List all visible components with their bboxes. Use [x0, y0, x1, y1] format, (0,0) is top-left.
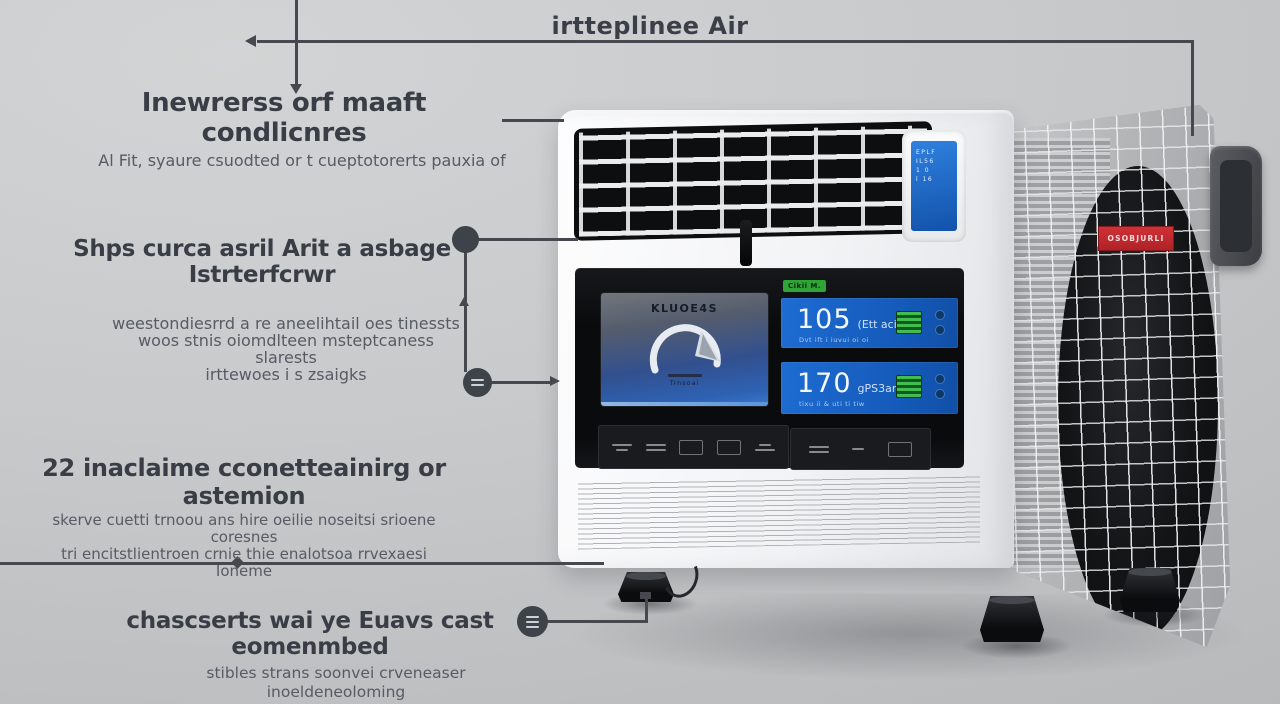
panel-button[interactable]	[717, 439, 742, 455]
energy-meter-icon	[896, 311, 922, 334]
button-cluster-right[interactable]	[790, 428, 931, 470]
indicator-dots-icon	[935, 374, 945, 399]
readout-subtext: Dvt ift i iuvui oi oi	[799, 336, 869, 344]
annotation-line	[468, 238, 578, 241]
brand-label: KLUOE4S	[650, 302, 718, 315]
annotation-subtext: tri encitstlientroen crnie thie enalotso…	[61, 545, 427, 580]
top-air-grille	[574, 121, 932, 241]
readout-box-2: 170 gPS3am tixu ii & uti ti tiw	[781, 362, 958, 414]
status-badge: Cikii M.	[783, 280, 827, 292]
annotation-block-3: 22 inaclaime cconetteainirg or astemion …	[38, 454, 450, 580]
readout-unit-label: (Ett aci	[857, 318, 897, 331]
arrow-up-icon	[459, 297, 469, 306]
annotation-line	[546, 620, 647, 623]
wire-mesh-guard	[1008, 106, 1231, 648]
panel-button[interactable]	[679, 439, 704, 455]
panel-button[interactable]	[755, 443, 776, 451]
panel-button[interactable]	[611, 443, 632, 451]
side-handle	[1210, 146, 1262, 266]
sensor-knob	[740, 220, 752, 266]
control-panel: KLUOE4S Trnsoai Cikii M. 105 (Ett aci Dv…	[575, 268, 964, 470]
note-marker-icon	[463, 368, 492, 397]
mini-display-line: l 16	[916, 176, 934, 183]
readout-value: 170	[797, 368, 852, 399]
annotation-heading: chascserts wai ye Euavs cast eomenmbed	[126, 608, 494, 660]
arrow-right-icon	[550, 376, 560, 386]
mini-display-line: 1 0	[916, 167, 931, 174]
annotation-heading: Inewrerss orf maaft condlicnres	[141, 88, 427, 148]
button-cluster-left[interactable]	[598, 425, 789, 469]
grille-bars	[579, 125, 927, 237]
panel-button[interactable]	[645, 443, 666, 451]
annotation-heading: 22 inaclaime cconetteainirg or astemion	[42, 454, 446, 510]
readout-subtext: tixu ii & uti ti tiw	[799, 400, 865, 408]
page-title: irtteplinee Air	[551, 12, 749, 40]
annotation-block-4: chascserts wai ye Euavs cast eomenmbed s…	[96, 608, 524, 704]
indicator-dots-icon	[935, 310, 945, 335]
energy-meter-icon	[896, 375, 922, 398]
condenser-side-panel: OSOBJURLI	[1008, 104, 1231, 648]
annotation-subtext: irttewoes i s zsaigks	[205, 365, 367, 384]
annotation-line	[464, 250, 467, 372]
screen-divider	[667, 374, 702, 377]
annotation-subtext: woos stnis oiomdlteen msteptcaness slare…	[138, 331, 434, 367]
annotation-block-1: Inewrerss orf maaft condlicnres Al Fit, …	[58, 88, 510, 170]
readout-unit-label: gPS3am	[857, 382, 903, 395]
annotation-subtext: skerve cuetti trnoou ans hire oeilie nos…	[52, 511, 436, 546]
annotation-line	[295, 0, 298, 86]
arrow-left-icon	[245, 35, 256, 47]
mini-display-screen: EPLF IL56 1 0 l 16	[911, 141, 957, 231]
panel-button[interactable]	[808, 445, 829, 453]
panel-button[interactable]	[888, 441, 913, 457]
screen-caption: Trnsoai	[669, 379, 700, 387]
warning-label: OSOBJURLI	[1098, 226, 1174, 251]
arrow-down-icon	[290, 84, 302, 94]
panel-button[interactable]	[852, 448, 865, 450]
connector-dot	[452, 226, 479, 253]
annotation-line	[645, 598, 648, 623]
readout-box-1: 105 (Ett aci Dvt ift i iuvui oi oi	[781, 298, 958, 348]
annotation-heading: Shps curca asril Arit a asbage Istrterfc…	[73, 236, 451, 288]
screen-bottom-strip	[601, 402, 768, 406]
annotation-subtext: ati qjieir aiic hntenti caroom onoorers	[148, 702, 524, 704]
bottom-vent-grille	[578, 474, 980, 550]
air-conditioner-front: EPLF IL56 1 0 l 16 KLUOE4S Trnsoai Cikii…	[558, 110, 1014, 568]
annotation-subtext: Al Fit, syaure csuodted or t cueptotorer…	[98, 151, 506, 170]
annotation-line	[492, 381, 554, 384]
annotation-line	[1191, 40, 1194, 136]
mini-display-line: EPLF	[916, 149, 937, 156]
gauge-icon	[649, 324, 721, 374]
readout-value: 105	[797, 304, 852, 335]
mini-display-line: IL56	[916, 158, 935, 165]
annotation-line-cap	[640, 592, 651, 599]
list-marker-icon	[517, 606, 548, 637]
annotation-line	[502, 119, 564, 122]
main-display-screen: KLUOE4S Trnsoai	[600, 292, 769, 407]
annotation-line	[257, 40, 1194, 43]
annotation-subtext: weestondiesrrd a re aneelihtail oes tine…	[112, 314, 460, 333]
rubber-foot	[980, 596, 1044, 642]
annotation-line	[0, 562, 604, 565]
rubber-foot	[1120, 568, 1180, 612]
annotation-block-2: Shps curca asril Arit a asbage Istrterfc…	[62, 236, 462, 383]
annotation-subtext: stibles strans soonvei crveneaser inoeld…	[206, 664, 466, 701]
mini-display-housing: EPLF IL56 1 0 l 16	[902, 130, 966, 242]
